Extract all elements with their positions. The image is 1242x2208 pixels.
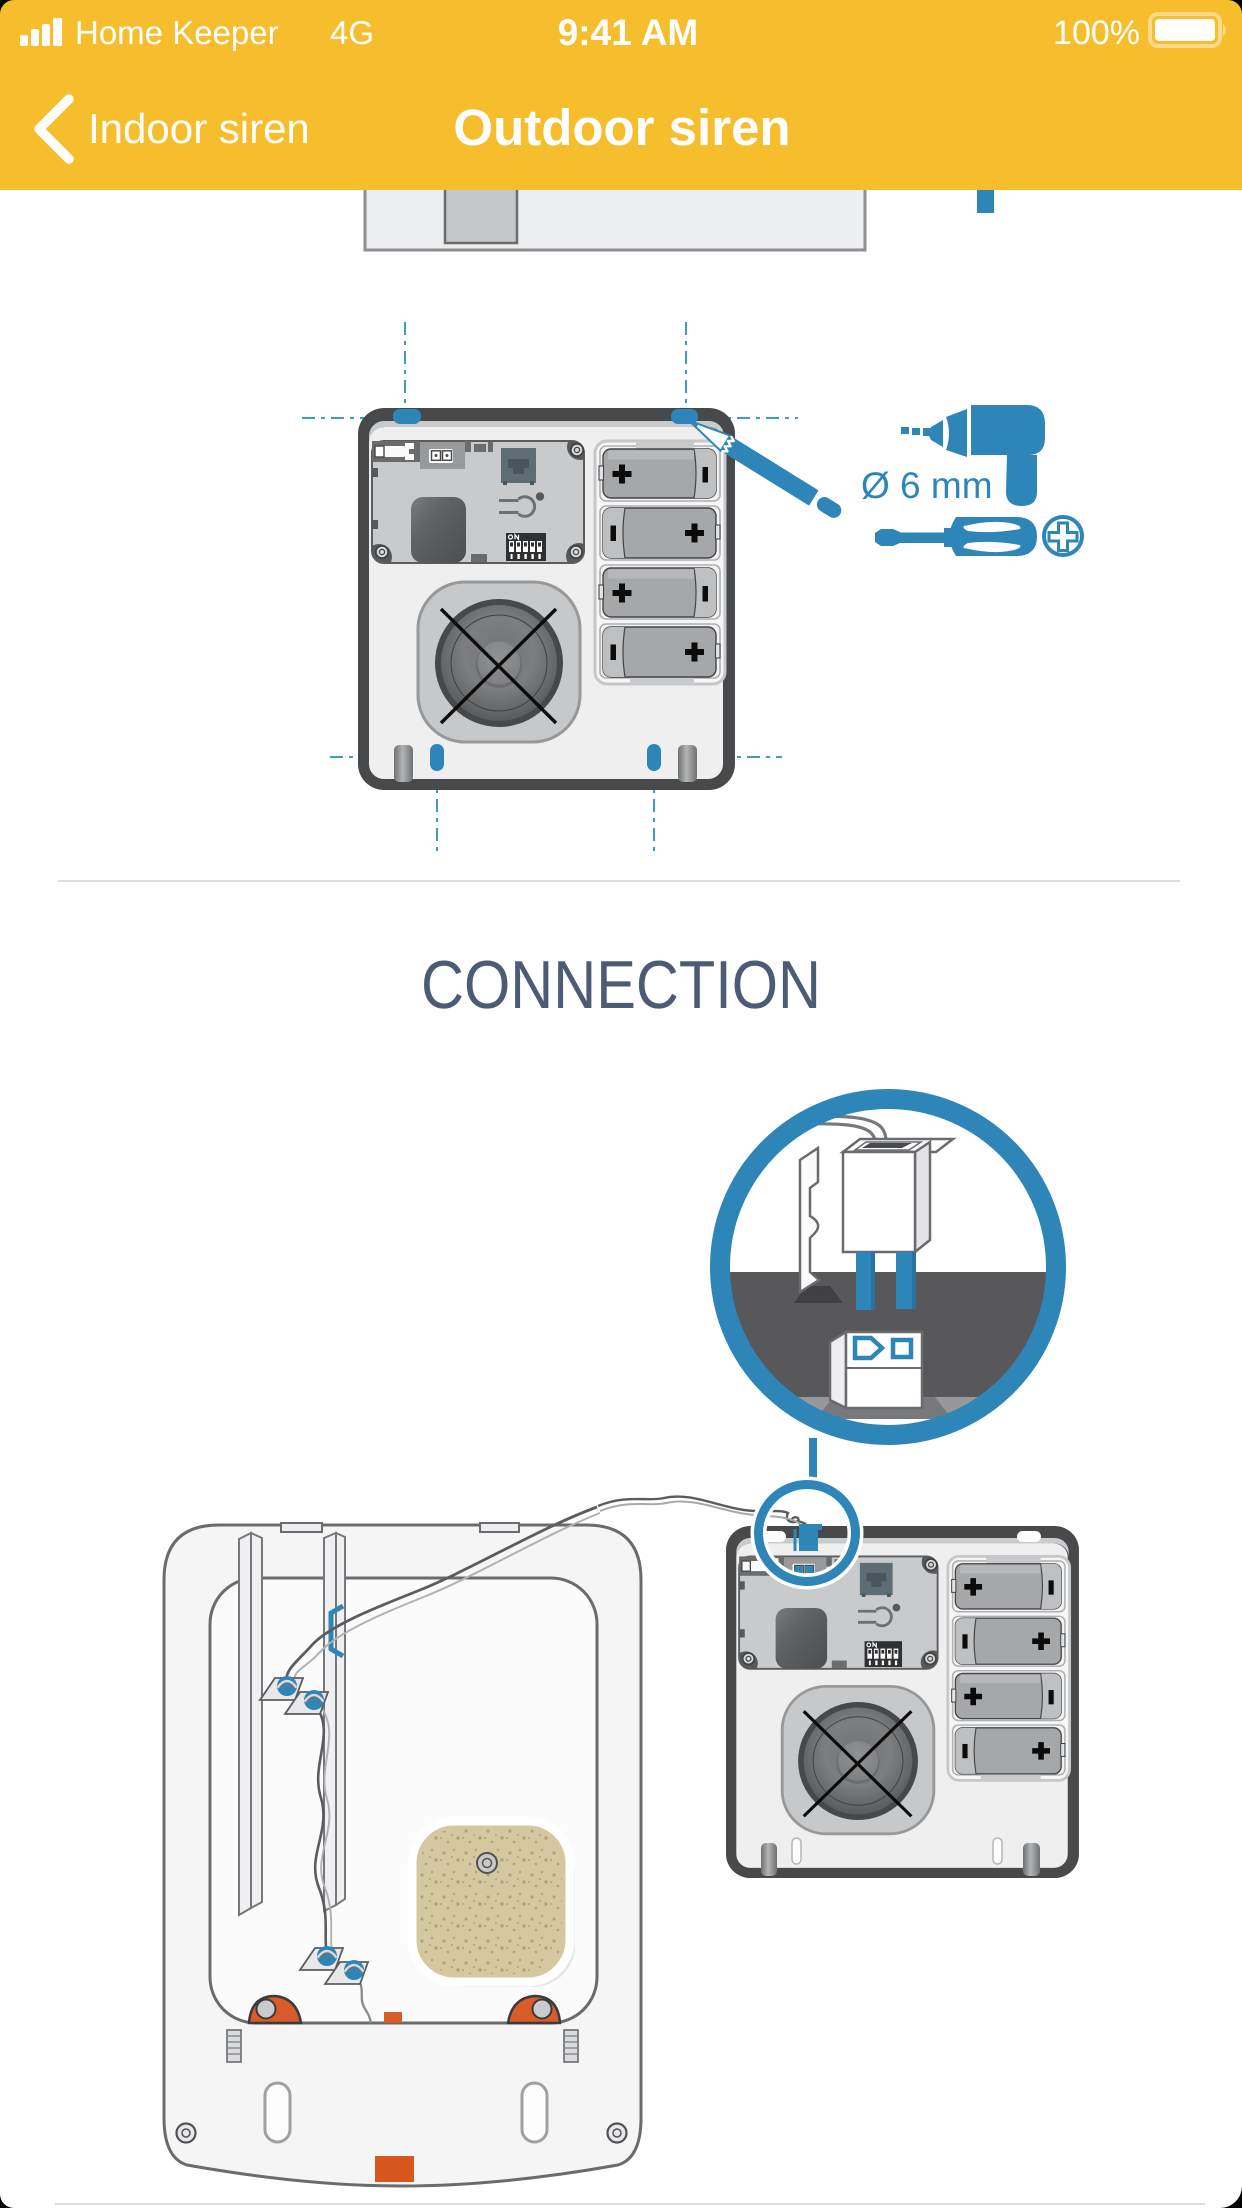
svg-text:Outdoor siren: Outdoor siren	[453, 99, 790, 156]
svg-text:4G: 4G	[330, 14, 374, 51]
svg-text:Ø 6 mm: Ø 6 mm	[861, 465, 993, 506]
svg-text:9:41 AM: 9:41 AM	[558, 12, 699, 53]
svg-text:Home Keeper: Home Keeper	[75, 14, 279, 51]
svg-text:100%: 100%	[1053, 14, 1140, 52]
svg-text:Indoor siren: Indoor siren	[88, 105, 310, 152]
